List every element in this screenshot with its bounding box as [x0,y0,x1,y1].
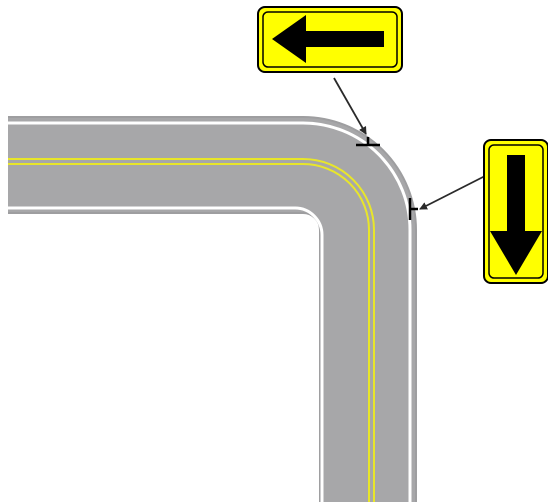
leader-line-top [333,77,367,135]
center-line-2 [8,163,370,502]
down-arrow-icon [490,155,542,275]
sign-post-top [356,137,380,147]
vertical-arrow-sign [483,139,548,284]
outer-edge-line [8,121,412,502]
leader-line-right [419,175,486,210]
center-line-1 [8,158,375,502]
left-arrow-icon [272,15,384,63]
horizontal-arrow-sign [257,6,403,73]
sign-post-right [408,198,418,220]
inner-edge-line [8,206,324,502]
road [8,116,417,502]
